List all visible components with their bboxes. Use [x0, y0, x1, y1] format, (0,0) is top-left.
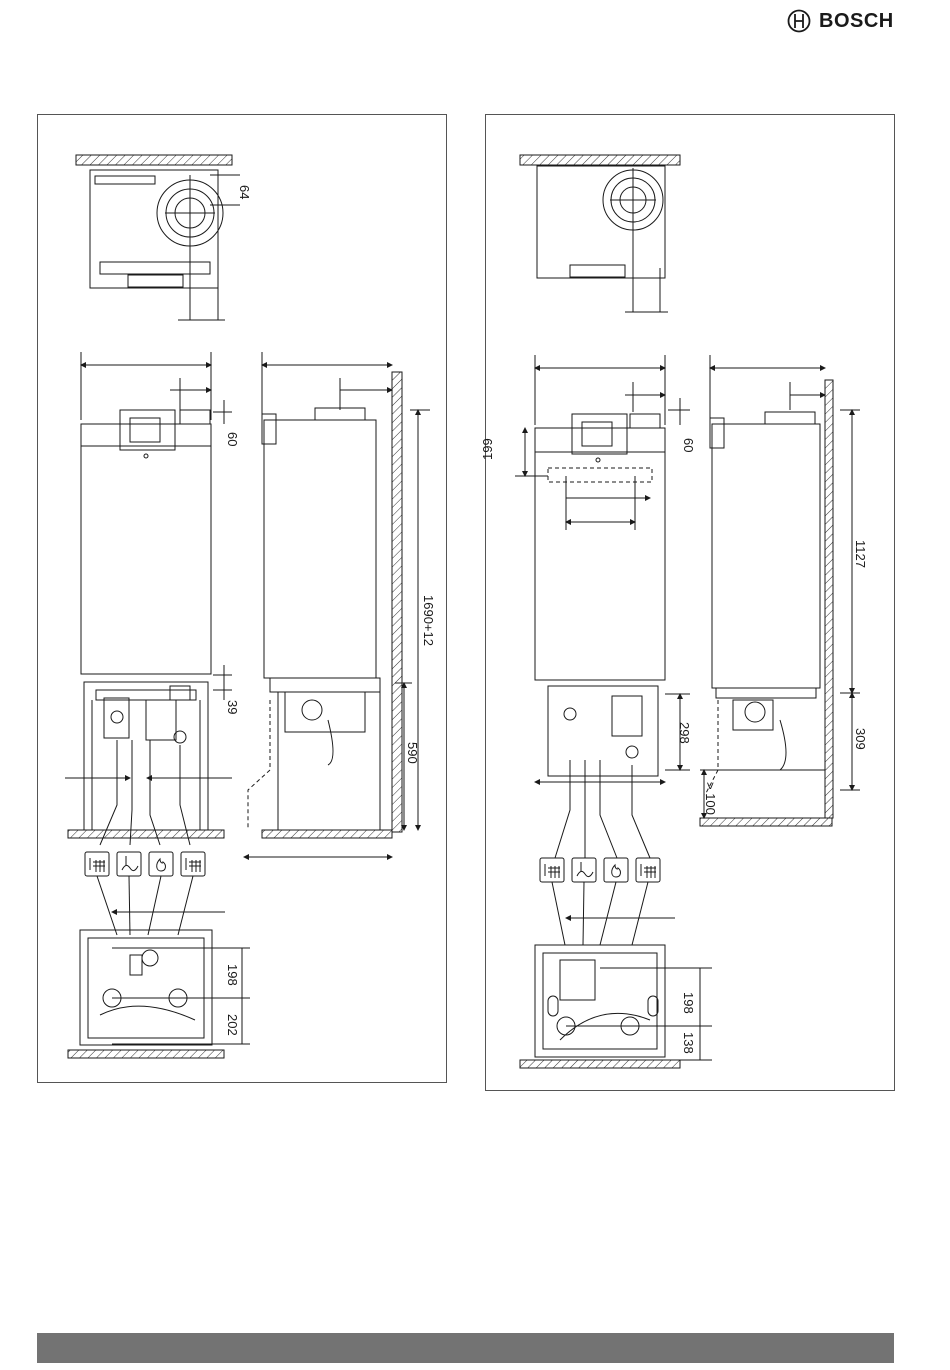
- dim-lower-height-a: 298: [677, 722, 692, 744]
- dim-pipe-spacing-1-right: 198: [681, 992, 696, 1014]
- dim-lower-height-b: 309: [853, 728, 868, 750]
- dim-top-clearance-left: 60: [225, 432, 240, 446]
- gas-flame-icon: [604, 858, 628, 882]
- footer-bar: [37, 1333, 894, 1363]
- dim-frame-gap: 39: [225, 700, 240, 714]
- dim-min-clearance: > 100: [703, 782, 718, 815]
- dim-pipe-spacing-1-left: 198: [225, 964, 240, 986]
- left-top-view: [76, 155, 240, 320]
- dim-height-total: 1690+12: [421, 595, 436, 646]
- dim-height-unit: 1127: [853, 540, 868, 568]
- left-panel-frame: [38, 115, 447, 1083]
- right-top-view: [520, 155, 680, 312]
- left-front-elevation: [65, 352, 232, 845]
- left-bottom-view: [68, 930, 250, 1058]
- left-connection-icons: [85, 852, 225, 935]
- gas-flame-icon: [149, 852, 173, 876]
- right-connection-icons: [540, 858, 675, 945]
- dim-flue-offset-top: 64: [237, 185, 252, 199]
- right-front-elevation: [515, 355, 690, 858]
- left-side-elevation: [244, 352, 430, 857]
- radiator-return-icon: [181, 852, 205, 876]
- radiator-flow-icon: [85, 852, 109, 876]
- dim-top-offset: 199: [480, 438, 495, 460]
- dim-top-clearance-right: 60: [681, 438, 696, 452]
- hot-water-icon: [572, 858, 596, 882]
- right-side-elevation: [700, 355, 860, 826]
- dim-pipe-spacing-2-left: 202: [225, 1014, 240, 1036]
- radiator-flow-icon: [540, 858, 564, 882]
- dim-pipe-spacing-2-right: 138: [681, 1032, 696, 1054]
- hot-water-icon: [117, 852, 141, 876]
- radiator-return-icon: [636, 858, 660, 882]
- dim-frame-height: 590: [405, 742, 420, 764]
